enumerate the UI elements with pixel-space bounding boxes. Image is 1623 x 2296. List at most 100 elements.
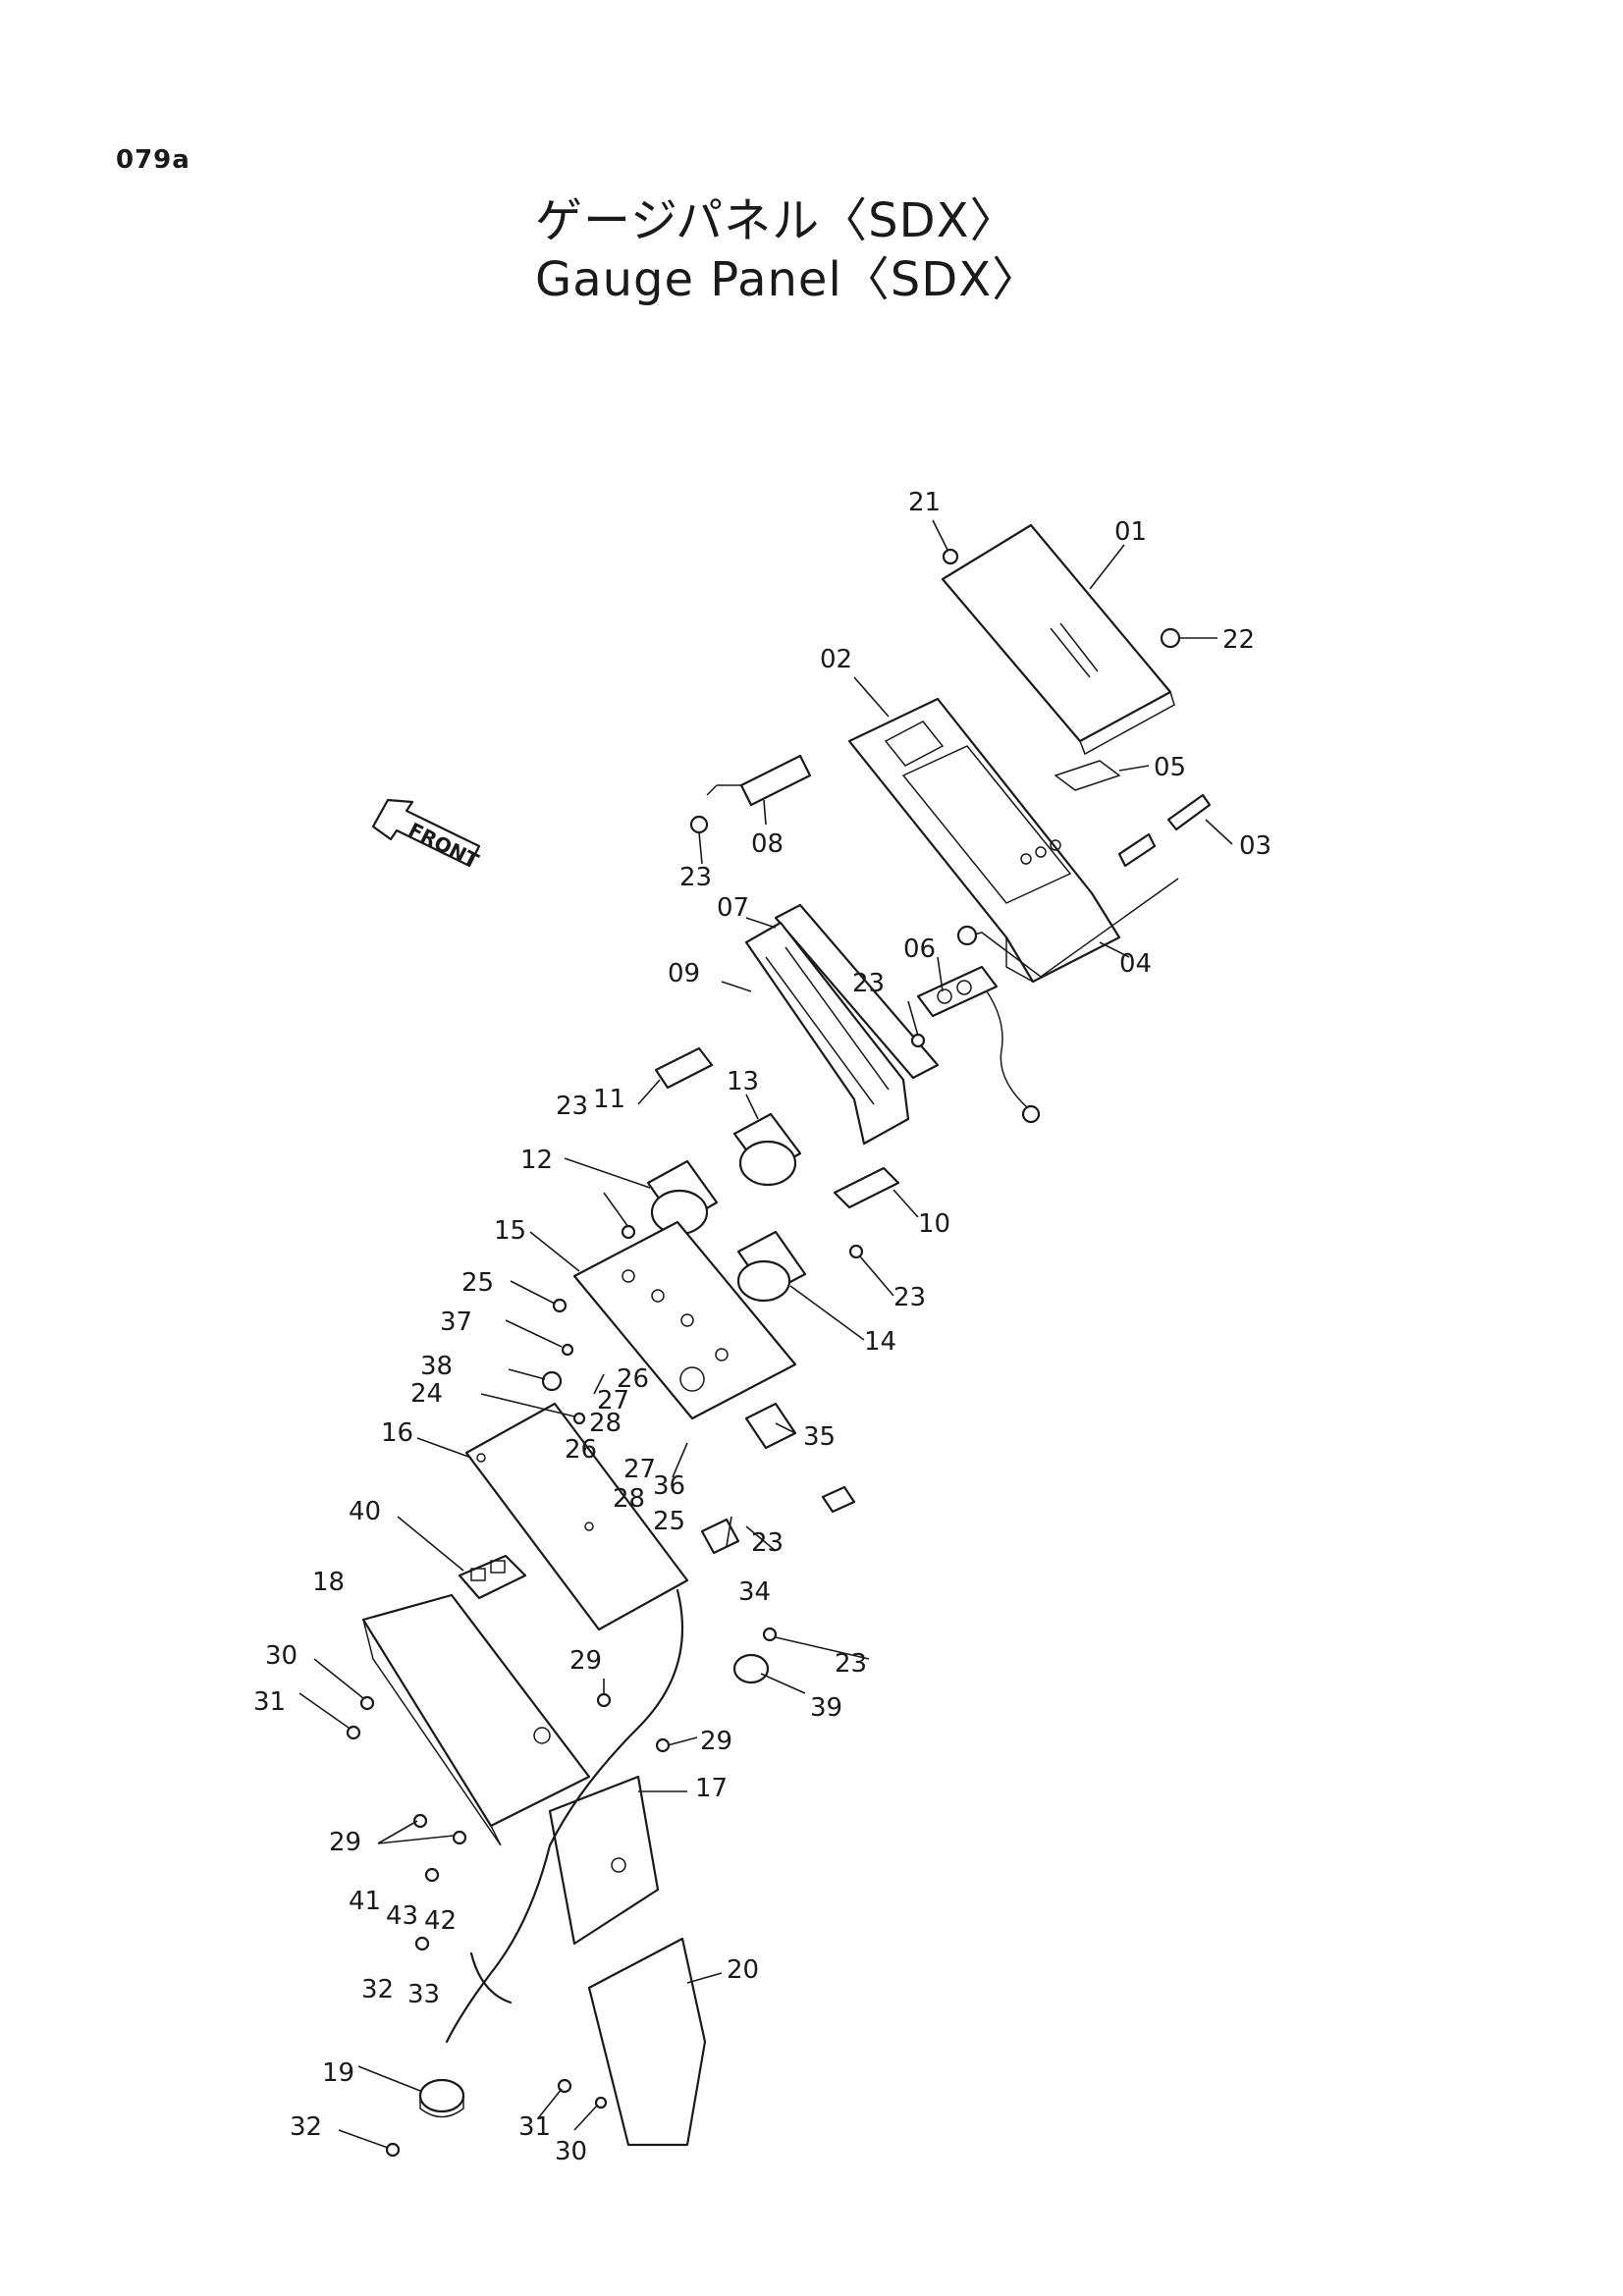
callout-42: 42 (424, 1906, 457, 1936)
callout-41: 41 (349, 1887, 381, 1916)
part-30-washer (359, 1695, 375, 1711)
callout-25: 25 (653, 1507, 685, 1536)
part-29-screw (452, 1830, 467, 1845)
part-23-screw (848, 1244, 864, 1259)
part-15-circuit-board (572, 1220, 797, 1420)
part-24-screw (572, 1412, 586, 1425)
part-39-relay (732, 1653, 770, 1684)
title-english: Gauge Panel〈SDX〉 (535, 252, 1041, 307)
callout-27: 27 (623, 1455, 656, 1484)
part-23-screw (621, 1224, 636, 1240)
callout-06: 06 (903, 934, 936, 964)
callout-30: 30 (555, 2137, 587, 2166)
callout-01: 01 (1114, 517, 1147, 547)
callout-25: 25 (461, 1268, 494, 1298)
title-japanese: ゲージパネル〈SDX〉 (535, 193, 1018, 248)
callout-26: 26 (565, 1435, 597, 1465)
front-arrow-icon: FRONT (371, 798, 483, 873)
part-38-nut (541, 1370, 563, 1392)
callout-02: 02 (820, 645, 852, 674)
part-29-screw (655, 1737, 671, 1753)
callout-13: 13 (727, 1067, 759, 1096)
callout-32: 32 (290, 2112, 322, 2142)
part-23-screw (762, 1627, 778, 1642)
callout-29: 29 (329, 1828, 361, 1857)
part-32-screw (385, 2142, 401, 2158)
callout-18: 18 (312, 1568, 345, 1597)
part-40-switch (458, 1554, 527, 1600)
callout-16: 16 (381, 1418, 413, 1448)
part-34-clip (700, 1518, 740, 1555)
part-16-base-plate (464, 1402, 689, 1631)
callout-28: 28 (589, 1409, 622, 1438)
callout-28: 28 (613, 1484, 645, 1514)
part-23-screw (910, 1033, 926, 1048)
part-22-screw (1160, 627, 1181, 649)
callout-31: 31 (518, 2112, 551, 2142)
part-20-cover-plate (587, 1937, 707, 2147)
callout-12: 12 (520, 1146, 553, 1175)
callout-38: 38 (420, 1352, 453, 1381)
callout-34: 34 (738, 1577, 771, 1607)
callout-17: 17 (695, 1774, 728, 1803)
callout-40: 40 (349, 1497, 381, 1526)
part-12-gauge (646, 1159, 719, 1236)
part-11-bracket (654, 1046, 714, 1090)
callout-10: 10 (918, 1209, 950, 1239)
wiring-harness (445, 1588, 684, 2044)
part-13-gauge (732, 1112, 802, 1187)
part-14-gauge (736, 1230, 807, 1303)
front-label: FRONT (405, 818, 482, 873)
callout-43: 43 (386, 1901, 418, 1931)
callout-37: 37 (440, 1308, 472, 1337)
callout-33: 33 (407, 1980, 440, 2009)
part-30-washer (594, 2096, 608, 2109)
callout-07: 07 (717, 893, 749, 923)
callout-27: 27 (597, 1386, 629, 1415)
callout-23: 23 (893, 1283, 926, 1312)
part-09-indicator-housing (744, 921, 910, 1146)
page-code: 079a (116, 145, 190, 175)
leader-lines (298, 519, 1233, 2149)
callout-11: 11 (593, 1085, 625, 1114)
callout-23: 23 (556, 1092, 588, 1121)
wiring-harness-branch (469, 1951, 513, 2004)
callout-36: 36 (653, 1471, 685, 1501)
callout-23: 23 (751, 1528, 784, 1558)
part-19-buzzer (418, 2078, 465, 2118)
callout-05: 05 (1154, 753, 1186, 782)
callout-22: 22 (1222, 625, 1255, 655)
callout-24: 24 (410, 1379, 443, 1409)
callout-labels: 21 01 22 02 05 03 08 23 04 07 06 23 09 1… (253, 488, 1271, 2166)
callout-23: 23 (679, 863, 712, 892)
callout-08: 08 (751, 829, 784, 859)
part-02-panel-housing (847, 697, 1121, 984)
part-06-socket-plate (916, 965, 1041, 1124)
callout-30: 30 (265, 1641, 298, 1671)
part-01-cover (941, 523, 1175, 756)
part-21-screw (942, 548, 959, 565)
part-25-screw (552, 1298, 568, 1313)
callout-20: 20 (727, 1955, 759, 1985)
part-17-plate (548, 1775, 660, 1946)
part-08-bracket-switch (689, 754, 812, 834)
callout-26: 26 (617, 1364, 649, 1394)
callout-23: 23 (852, 969, 885, 998)
part-37-washer (561, 1343, 574, 1357)
part-35-connector (744, 1402, 797, 1450)
callout-29: 29 (700, 1727, 732, 1756)
part-35-plug (821, 1485, 856, 1514)
part-05-label-plate (1054, 760, 1121, 791)
callout-39: 39 (810, 1693, 842, 1723)
part-18-main-bracket (361, 1593, 591, 1846)
callout-29: 29 (569, 1646, 602, 1676)
callout-03: 03 (1239, 831, 1271, 861)
part-32-screw (414, 1936, 430, 1951)
callout-23: 23 (835, 1649, 867, 1679)
callout-15: 15 (494, 1216, 526, 1246)
part-29-screw (596, 1692, 612, 1708)
callout-31: 31 (253, 1687, 286, 1717)
callout-32: 32 (361, 1975, 394, 2004)
callout-14: 14 (864, 1327, 896, 1357)
